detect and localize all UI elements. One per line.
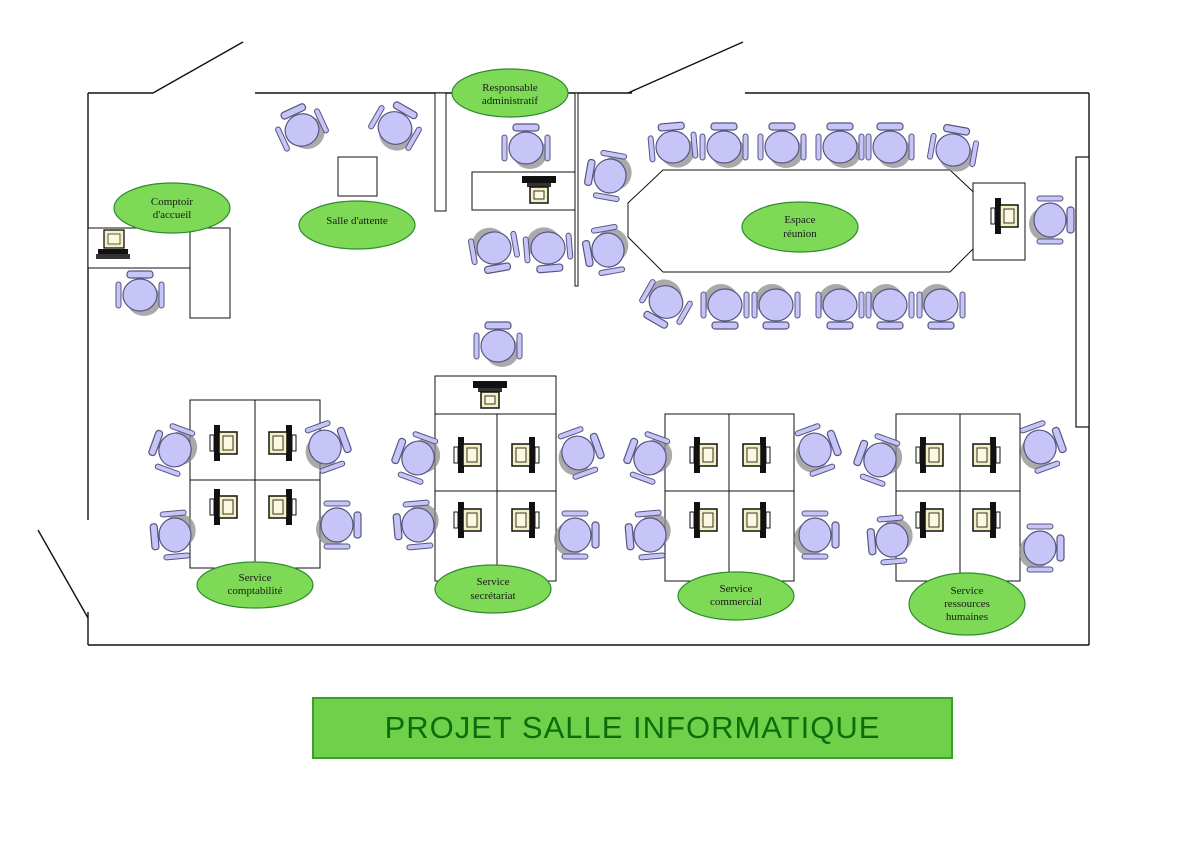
door-icon[interactable] bbox=[37, 529, 89, 619]
chair-icon[interactable] bbox=[793, 510, 840, 560]
computer-icon bbox=[911, 501, 945, 539]
zone-label-attente: Salle d'attente bbox=[298, 200, 416, 250]
chair-icon[interactable] bbox=[115, 270, 165, 317]
computer-icon bbox=[205, 424, 239, 462]
zone-label-line: Salle d'attente bbox=[326, 215, 388, 227]
zone-label-line: secrétariat bbox=[470, 590, 515, 602]
computer-icon bbox=[971, 436, 1005, 474]
chair-icon[interactable] bbox=[925, 121, 982, 176]
chair-icon[interactable] bbox=[646, 120, 700, 171]
computer-icon bbox=[741, 501, 775, 539]
desk-block-comptabilite bbox=[189, 399, 321, 569]
computer-icon bbox=[205, 488, 239, 526]
chair-icon[interactable] bbox=[700, 283, 750, 330]
computer-icon bbox=[449, 436, 483, 474]
zone-label-line: Service bbox=[477, 576, 510, 588]
wall-panel bbox=[1075, 156, 1090, 428]
chair-icon[interactable] bbox=[815, 122, 865, 169]
chair-icon[interactable] bbox=[757, 122, 807, 169]
chair-icon[interactable] bbox=[916, 283, 966, 330]
title-banner: PROJET SALLE INFORMATIQUE bbox=[312, 697, 953, 759]
computer-icon bbox=[971, 501, 1005, 539]
computer-icon bbox=[685, 436, 719, 474]
zone-label-line: humaines bbox=[946, 611, 988, 623]
chair-icon[interactable] bbox=[501, 123, 551, 170]
zone-label-line: Service bbox=[720, 583, 753, 595]
zone-label-line: Responsable bbox=[482, 82, 538, 94]
computer-icon bbox=[267, 424, 301, 462]
chair-icon[interactable] bbox=[865, 283, 915, 330]
zone-label-line: Service bbox=[239, 572, 272, 584]
computer-icon bbox=[741, 436, 775, 474]
svg-text:Salle d'attente: Salle d'attente bbox=[326, 215, 388, 227]
chair-icon[interactable] bbox=[1028, 195, 1075, 245]
computer-icon bbox=[449, 501, 483, 539]
chair-icon[interactable] bbox=[315, 500, 362, 550]
chair-icon[interactable] bbox=[699, 122, 749, 169]
desk-block-commercial bbox=[664, 413, 795, 582]
manager-desk bbox=[471, 171, 576, 211]
zone-label-line: Comptoir bbox=[151, 196, 194, 208]
zone-label-line: Service bbox=[951, 585, 984, 597]
chair-icon[interactable] bbox=[269, 97, 334, 160]
chair-icon[interactable] bbox=[581, 147, 636, 204]
door-icon[interactable] bbox=[627, 41, 744, 94]
computer-icon bbox=[267, 488, 301, 526]
zone-label-line: Espace bbox=[784, 214, 815, 226]
zone-label-reunion: Espace réunion bbox=[741, 201, 859, 253]
door-icon[interactable] bbox=[152, 41, 244, 94]
chair-icon[interactable] bbox=[579, 222, 634, 279]
chair-icon[interactable] bbox=[391, 498, 442, 552]
waiting-table bbox=[337, 156, 378, 197]
zone-label-line: d'accueil bbox=[153, 209, 192, 221]
chair-icon[interactable] bbox=[751, 283, 801, 330]
zone-label-line: administratif bbox=[482, 95, 539, 107]
zone-label-line: ressources bbox=[944, 598, 990, 610]
chair-icon[interactable] bbox=[632, 271, 698, 336]
chair-icon[interactable] bbox=[473, 321, 523, 368]
chair-icon[interactable] bbox=[363, 94, 429, 159]
zone-label-line: commercial bbox=[710, 596, 762, 608]
chair-icon[interactable] bbox=[786, 418, 847, 481]
computer-icon bbox=[911, 436, 945, 474]
chair-icon[interactable] bbox=[466, 222, 523, 277]
computer-icon bbox=[510, 436, 544, 474]
zone-label-line: comptabilité bbox=[228, 585, 283, 597]
page-title: PROJET SALLE INFORMATIQUE bbox=[384, 710, 881, 745]
zone-label-line: réunion bbox=[783, 228, 817, 240]
zone-label-secretariat: Service secrétariat bbox=[434, 564, 552, 614]
chair-icon[interactable] bbox=[815, 283, 865, 330]
chair-icon[interactable] bbox=[865, 122, 915, 169]
computer-icon bbox=[96, 229, 130, 259]
chair-icon[interactable] bbox=[521, 224, 575, 275]
chair-icon[interactable] bbox=[549, 421, 610, 484]
computer-icon bbox=[986, 197, 1020, 235]
chair-icon[interactable] bbox=[1018, 523, 1065, 573]
computer-icon bbox=[510, 501, 544, 539]
computer-icon bbox=[685, 501, 719, 539]
chair-icon[interactable] bbox=[1011, 415, 1072, 478]
chair-icon[interactable] bbox=[553, 510, 600, 560]
